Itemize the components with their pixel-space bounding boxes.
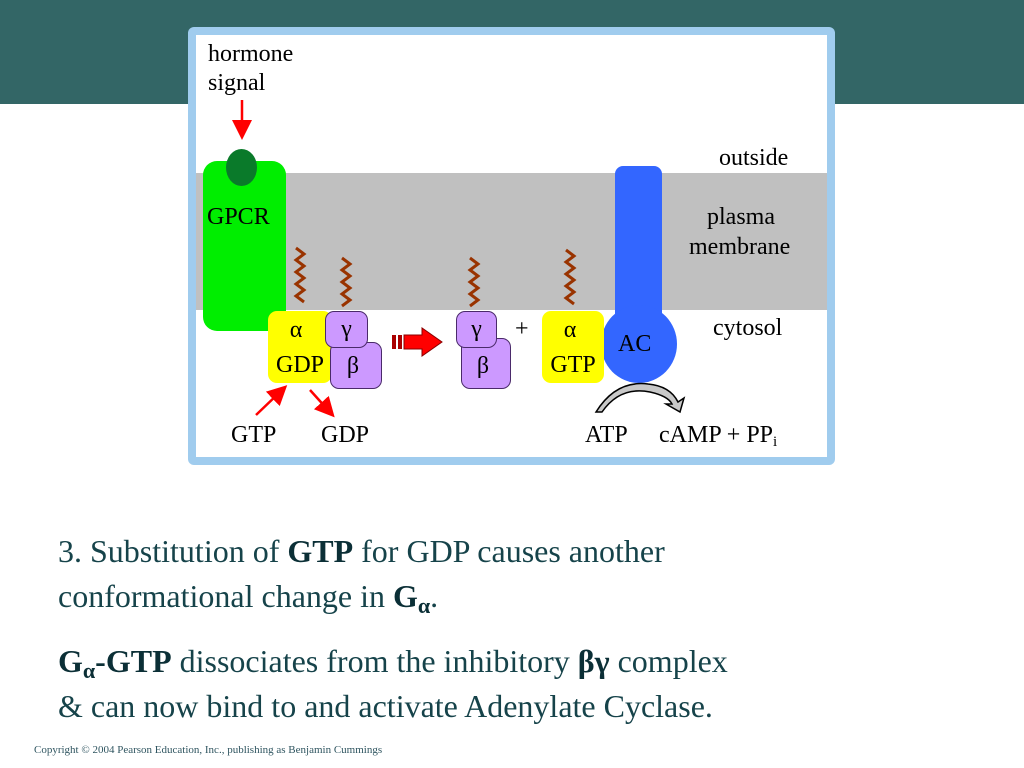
camp-label: cAMP + PPi: [659, 422, 778, 450]
atp-label: ATP: [585, 422, 628, 448]
gamma-symbol: γ: [471, 316, 482, 342]
plus-sign: +: [515, 316, 529, 342]
beta-symbol: β: [346, 353, 360, 379]
paragraph-2-line-1: Gα-GTP dissociates from the inhibitory β…: [58, 643, 728, 683]
g-beta: [330, 342, 382, 389]
adenylate-cyclase-stem: [615, 166, 662, 326]
paragraph-1-line-1: 3. Substitution of GTP for GDP causes an…: [58, 533, 665, 569]
alpha-symbol: α: [563, 317, 577, 343]
gtp-in-label: GTP: [231, 422, 277, 448]
gamma-subunit: [456, 311, 497, 348]
paragraph-1-line-2: conformational change in Gα.: [58, 578, 439, 618]
alpha-symbol: α: [289, 317, 303, 343]
gdp-out-label: GDP: [321, 422, 370, 448]
gpcr-receptor: [203, 161, 286, 331]
membrane-label: membrane: [689, 234, 791, 260]
paragraph-2-line-2: & can now bind to and activate Adenylate…: [58, 688, 713, 724]
hormone-molecule: [226, 149, 257, 186]
beta-symbol: β: [476, 353, 490, 379]
gdp-label: GDP: [275, 352, 324, 378]
adenylate-cyclase-body: [601, 305, 677, 383]
g-gamma: [325, 311, 368, 348]
signal-label: signal: [208, 70, 266, 96]
gamma-symbol: γ: [341, 316, 352, 342]
cytosol-label: cytosol: [713, 315, 783, 341]
plasma-label: plasma: [707, 204, 775, 230]
g-alpha-gtp: [542, 311, 604, 383]
gtp-label: GTP: [550, 352, 596, 378]
ac-label: AC: [618, 331, 652, 357]
gpcr-label: GPCR: [207, 204, 270, 230]
copyright-notice: Copyright © 2004 Pearson Education, Inc.…: [34, 744, 383, 756]
outside-label: outside: [719, 145, 789, 171]
g-alpha-gdp: [268, 311, 332, 383]
hormone-label: hormone: [208, 41, 294, 67]
